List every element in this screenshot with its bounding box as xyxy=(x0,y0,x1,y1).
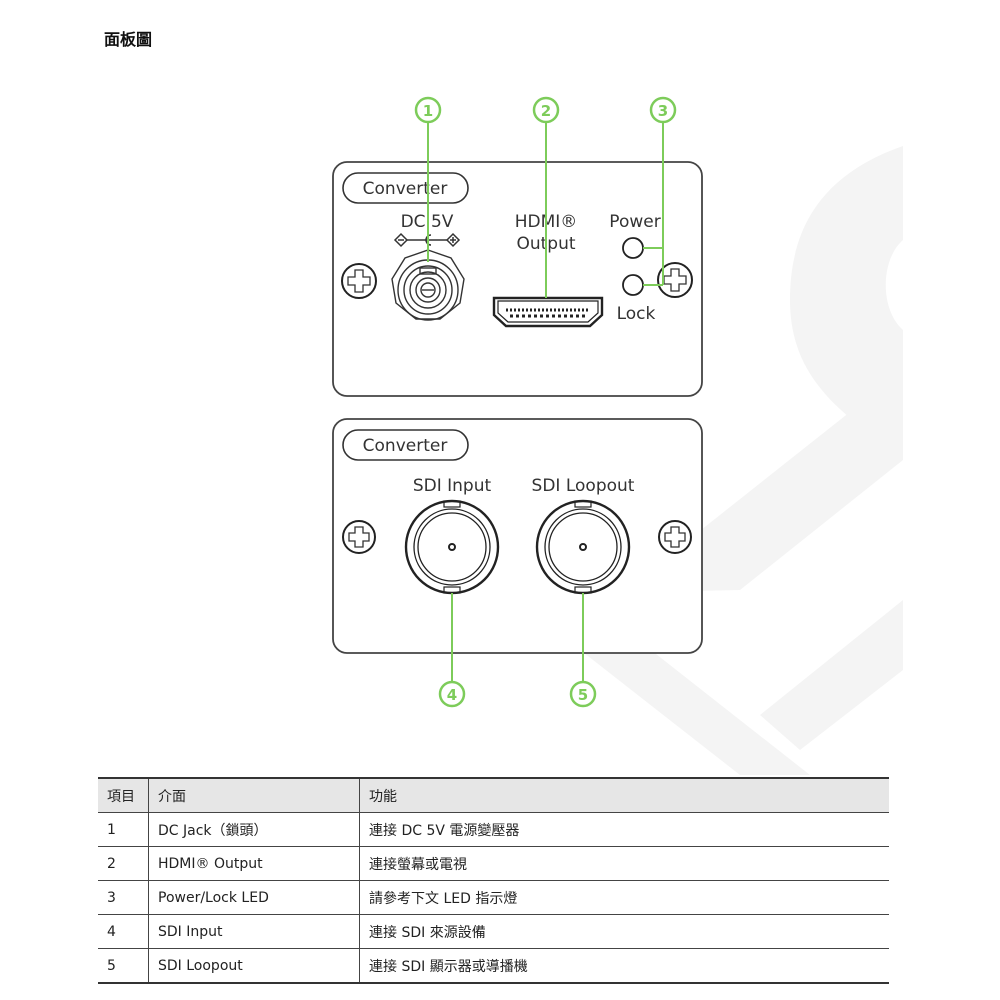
svg-text:1: 1 xyxy=(423,102,433,120)
svg-text:4: 4 xyxy=(447,686,457,704)
header-interface: 介面 xyxy=(148,777,360,813)
cell-function: 連接 SDI 顯示器或導播機 xyxy=(359,948,889,984)
cell-function: 連接 SDI 來源設備 xyxy=(359,914,889,949)
cell-item: 2 xyxy=(98,846,149,881)
cell-interface: Power/Lock LED xyxy=(148,880,360,915)
header-function: 功能 xyxy=(359,777,889,813)
table-row: 4 SDI Input 連接 SDI 來源設備 xyxy=(98,914,889,949)
header-item: 項目 xyxy=(98,777,149,813)
cell-function: 請參考下文 LED 指示燈 xyxy=(359,880,889,915)
panel-diagram: Converter DC 5V xyxy=(332,96,703,708)
cell-item: 3 xyxy=(98,880,149,915)
cell-function: 連接螢幕或電視 xyxy=(359,846,889,881)
cell-item: 4 xyxy=(98,914,149,949)
callout-5: 5 xyxy=(569,680,597,708)
cell-interface: SDI Loopout xyxy=(148,948,360,984)
converter-badge xyxy=(342,172,469,204)
svg-text:3: 3 xyxy=(658,102,668,120)
top-panel: Converter DC 5V xyxy=(332,161,703,397)
lock-label: Lock xyxy=(617,304,656,324)
hdmi-port-icon xyxy=(492,296,604,328)
callout-2: 2 xyxy=(532,96,560,124)
screw-icon xyxy=(341,263,377,299)
converter-badge-label: Converter xyxy=(363,179,448,199)
sdi-input-label: SDI Input xyxy=(413,476,492,496)
converter-badge-label: Converter xyxy=(363,436,448,456)
screw-icon xyxy=(658,520,692,554)
lock-led-icon xyxy=(622,274,644,296)
cell-interface: HDMI® Output xyxy=(148,846,360,881)
bottom-panel: Converter SDI Input SDI Loopout xyxy=(332,418,703,654)
interface-table: 項目 介面 功能 1 DC Jack（鎖頭） 連接 DC 5V 電源變壓器 2 … xyxy=(98,777,889,984)
table-row: 1 DC Jack（鎖頭） 連接 DC 5V 電源變壓器 xyxy=(98,812,889,847)
callout-1: 1 xyxy=(414,96,442,124)
table-row: 2 HDMI® Output 連接螢幕或電視 xyxy=(98,846,889,881)
callout-3: 3 xyxy=(649,96,677,124)
cell-interface: SDI Input xyxy=(148,914,360,949)
converter-badge xyxy=(342,429,469,461)
dc-jack-icon xyxy=(391,249,465,321)
cell-function: 連接 DC 5V 電源變壓器 xyxy=(359,812,889,847)
power-led-icon xyxy=(622,237,644,259)
svg-text:5: 5 xyxy=(578,686,588,704)
sdi-loopout-label: SDI Loopout xyxy=(532,476,635,496)
page-title: 面板圖 xyxy=(104,30,153,49)
screw-icon xyxy=(342,520,376,554)
cell-item: 5 xyxy=(98,948,149,984)
cell-interface: DC Jack（鎖頭） xyxy=(148,812,360,847)
svg-text:2: 2 xyxy=(541,102,551,120)
callout-4: 4 xyxy=(438,680,466,708)
table-header-row: 項目 介面 功能 xyxy=(98,777,889,813)
table-row: 3 Power/Lock LED 請參考下文 LED 指示燈 xyxy=(98,880,889,915)
power-label: Power xyxy=(609,212,660,232)
table-row: 5 SDI Loopout 連接 SDI 顯示器或導播機 xyxy=(98,948,889,984)
cell-item: 1 xyxy=(98,812,149,847)
callout-lines xyxy=(427,123,664,683)
